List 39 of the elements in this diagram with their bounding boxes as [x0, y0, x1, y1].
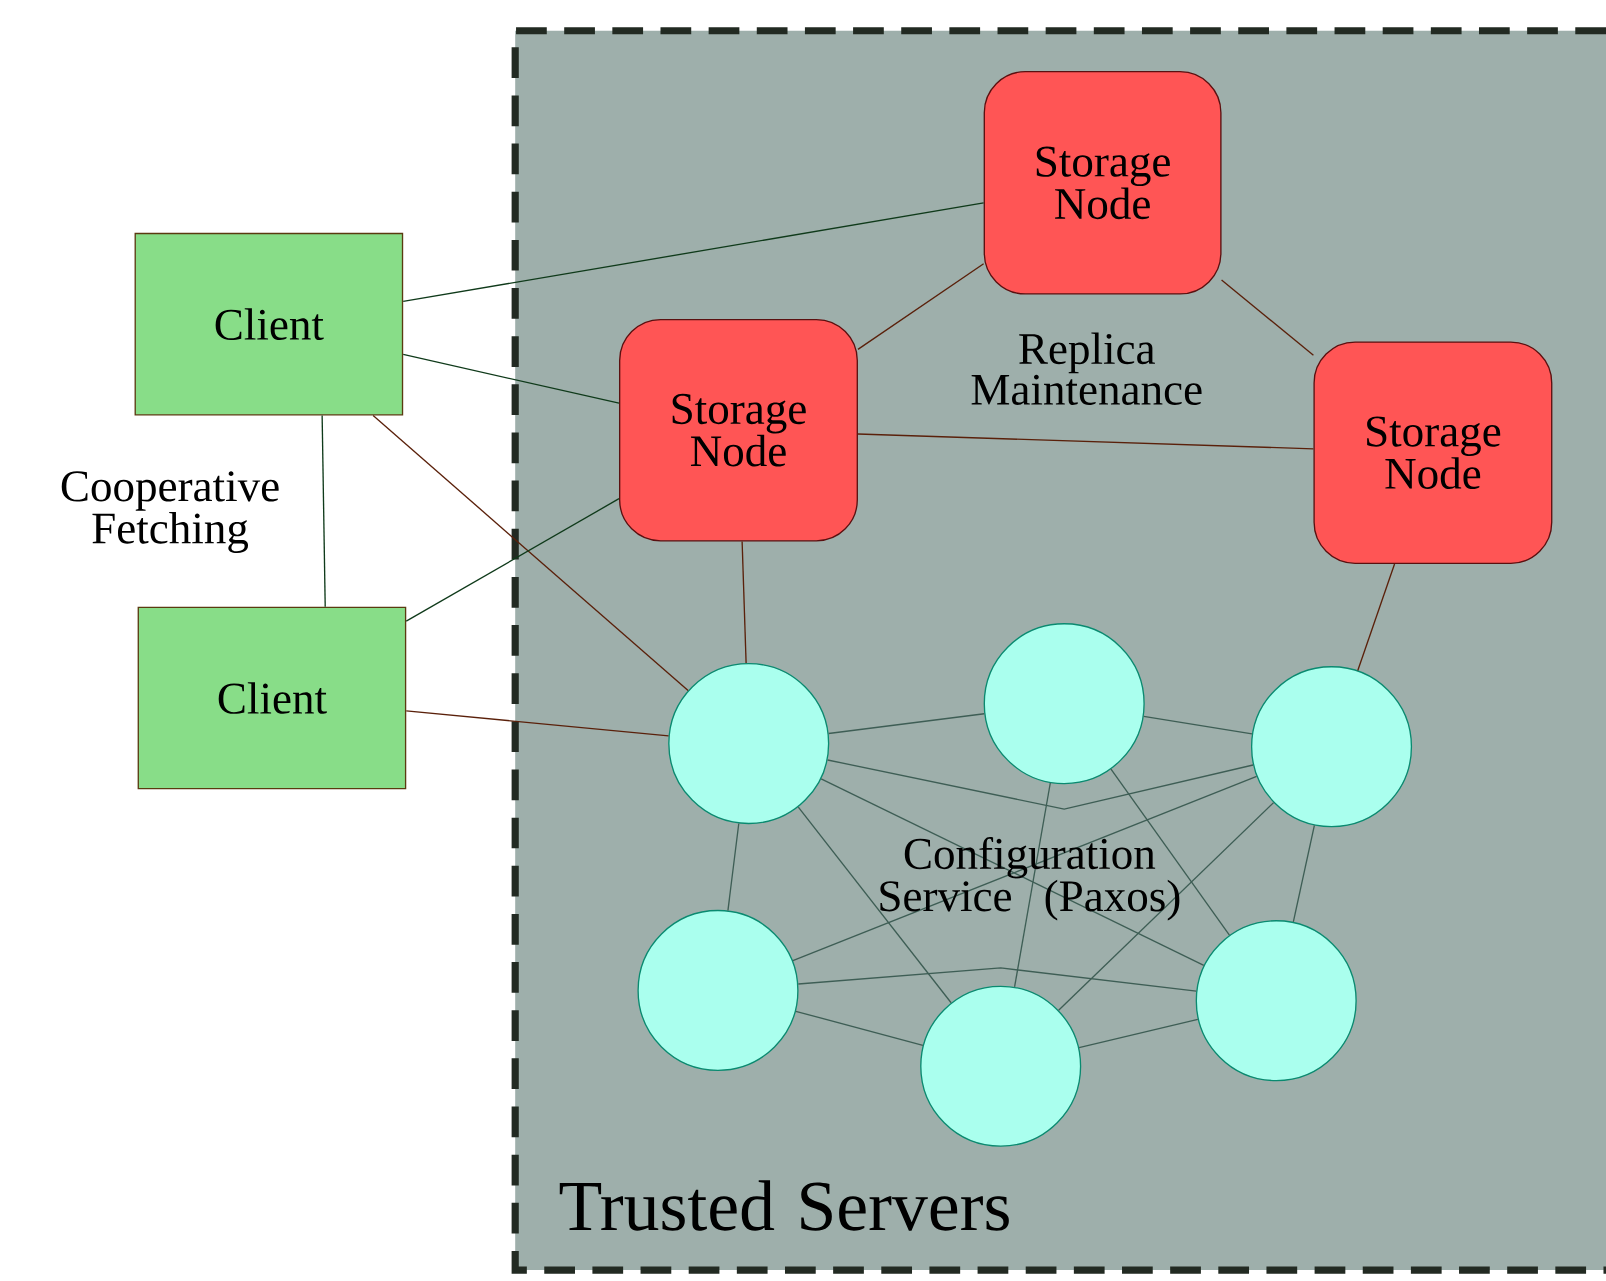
server-circle [637, 909, 799, 1071]
connector-line [820, 778, 1205, 967]
connector-line [405, 710, 670, 737]
connector-line [1292, 824, 1316, 923]
server-circle [668, 663, 830, 825]
connector-line [372, 414, 689, 692]
connector-line [797, 967, 1197, 992]
connector-line [826, 759, 1254, 810]
server-circle [983, 623, 1145, 785]
server-circle [1250, 666, 1413, 828]
connector-line [321, 414, 326, 608]
connector-line [792, 775, 1258, 962]
connector-line [1110, 768, 1231, 936]
connector-line [727, 822, 740, 912]
storage-node-box: Storage Node [983, 71, 1222, 295]
connector-line [1078, 1018, 1199, 1049]
connector-line [1013, 782, 1051, 988]
connector-line [857, 263, 985, 350]
text-label: Cooperative Fetching [61, 471, 279, 553]
connector-line [402, 353, 620, 404]
text-label: Replica Maintenance [971, 332, 1202, 405]
connector-line [741, 540, 747, 664]
connector-line [1220, 279, 1315, 356]
connector-line [795, 1010, 924, 1047]
connector-line [1057, 801, 1275, 1011]
storage-node-box: Storage Node [1313, 341, 1553, 564]
server-circle [1195, 920, 1357, 1082]
connector-line [1143, 715, 1253, 735]
client-box: Client [137, 606, 407, 790]
connector-line [828, 713, 985, 735]
connector-line [402, 202, 985, 303]
server-circle [920, 985, 1082, 1147]
connector-line [1357, 563, 1396, 672]
connector-line [857, 433, 1315, 450]
client-box: Client [134, 232, 404, 416]
connector-line [797, 806, 952, 1004]
text-label: Configuration Service (Paxos) [880, 836, 1180, 921]
connector-line [405, 498, 620, 622]
storage-node-box: Storage Node [619, 318, 858, 542]
